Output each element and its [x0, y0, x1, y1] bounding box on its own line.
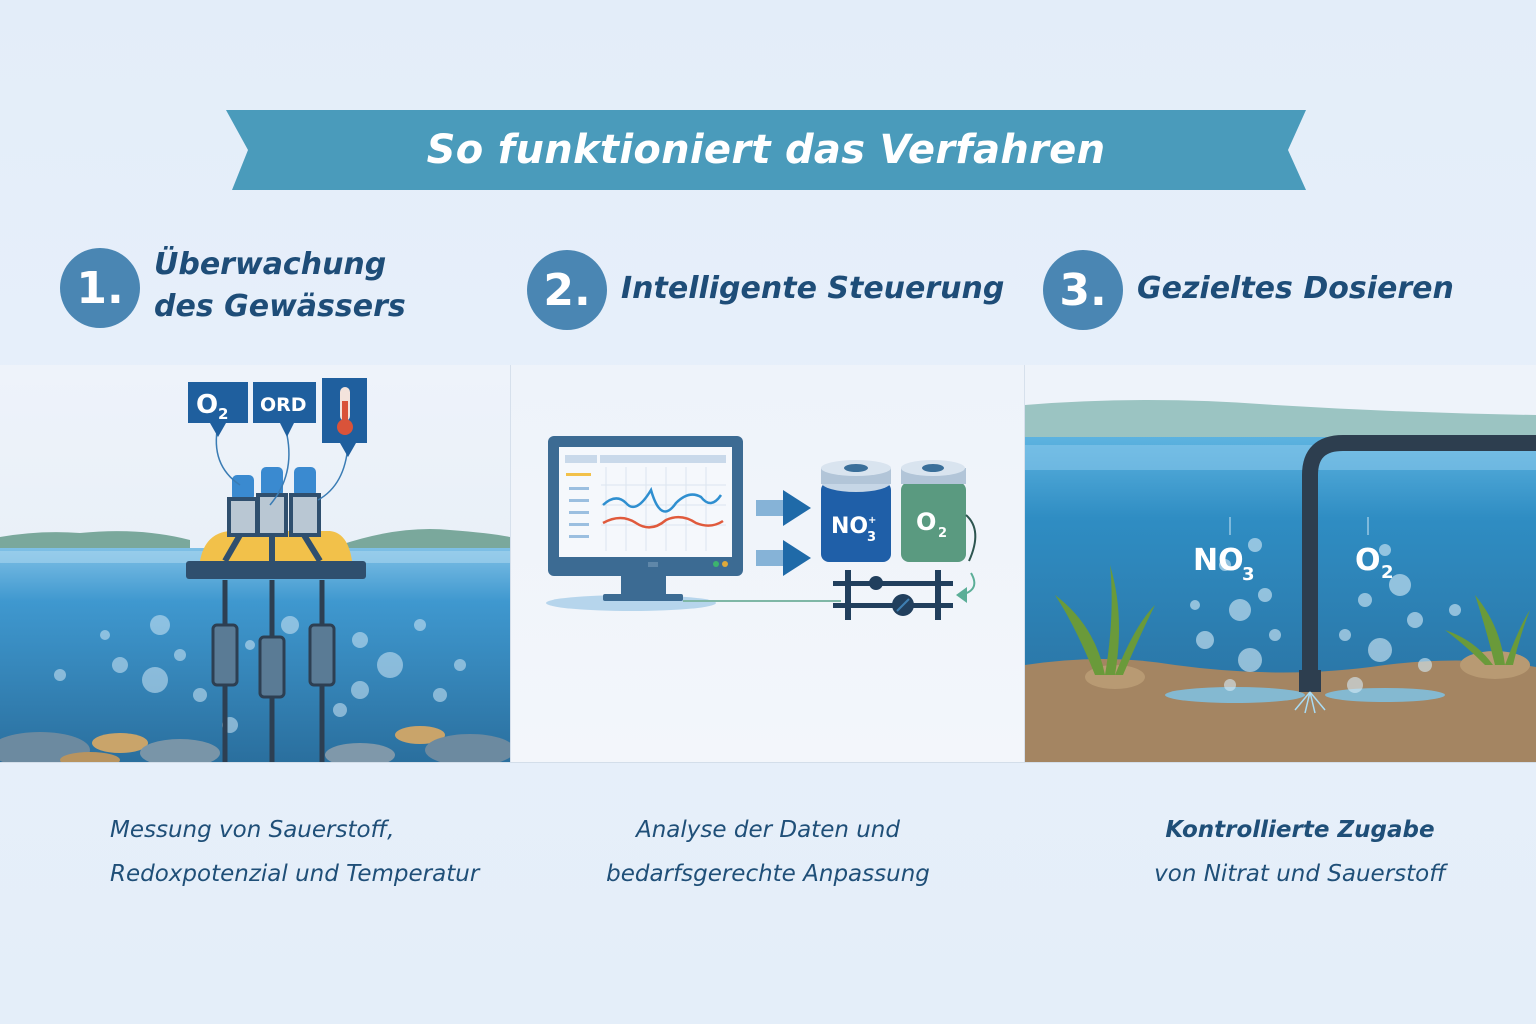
step-1-title: Überwachung des Gewässers	[154, 244, 406, 328]
monitoring-illustration: O 2 ORD	[0, 365, 510, 762]
svg-text:NO: NO	[1193, 543, 1244, 578]
oxygen-label: O 2	[1355, 517, 1394, 583]
ribbon-shape	[226, 110, 1306, 190]
ord-sensor-label: ORD	[253, 382, 316, 437]
sensor-buoy	[186, 424, 366, 579]
nitrate-label: NO 3	[1193, 517, 1255, 585]
control-illustration: NO 3 + O 2	[510, 365, 1025, 762]
svg-text:3: 3	[1242, 564, 1255, 585]
step-1-caption-line2: Redoxpotenzial und Temperatur	[110, 861, 480, 887]
svg-text:3: 3	[867, 530, 876, 545]
nitrate-tank: NO 3 +	[821, 460, 891, 562]
step-1-header: 1. Überwachung des Gewässers	[60, 247, 406, 328]
step-3-caption-line2: von Nitrat und Sauerstoff	[1154, 861, 1446, 887]
step-1-caption-line1: Messung von Sauerstoff,	[110, 817, 395, 843]
panel-divider	[0, 762, 1536, 763]
dosing-pipe-icon	[1294, 435, 1536, 714]
step-1-title-line2: des Gewässers	[154, 289, 406, 324]
bubbles	[1190, 538, 1461, 693]
svg-text:2: 2	[938, 526, 947, 541]
step-3-caption-line1: Kontrollierte Zugabe	[1165, 817, 1435, 843]
step-3-number-badge: 3.	[1043, 250, 1123, 330]
step-2-number-badge: 2.	[527, 250, 607, 330]
step-3-header: 3. Gezieltes Dosieren	[1043, 250, 1454, 330]
step-1-number-badge: 1.	[60, 248, 140, 328]
step-2-caption-line2: bedarfsgerechte Anpassung	[606, 861, 930, 887]
page-title: So funktioniert das Verfahren	[426, 127, 1106, 173]
valve-manifold-icon	[833, 570, 976, 620]
svg-text:NO: NO	[831, 514, 868, 539]
oxygen-tank: O 2	[901, 460, 977, 562]
step-2-title: Intelligente Steuerung	[621, 271, 1005, 306]
svg-text:2: 2	[218, 405, 228, 423]
svg-text:+: +	[868, 515, 876, 526]
svg-text:O: O	[1355, 543, 1381, 578]
riverbed-rocks	[0, 726, 510, 762]
o2-sensor-label: O 2	[188, 382, 248, 437]
dosing-illustration: NO 3 O 2	[1025, 365, 1536, 762]
step-1-title-line1: Überwachung	[154, 247, 387, 282]
water-plant-left	[1055, 565, 1155, 675]
step-1-caption: Messung von Sauerstoff, Redoxpotenzial u…	[110, 808, 510, 896]
svg-text:2: 2	[1381, 562, 1394, 583]
svg-text:O: O	[196, 390, 218, 420]
water-plant-right	[1445, 595, 1530, 665]
step-3-caption: Kontrollierte Zugabe von Nitrat und Saue…	[1100, 808, 1500, 896]
step-2-caption: Analyse der Daten und bedarfsgerechte An…	[568, 808, 968, 896]
step-2-caption-line1: Analyse der Daten und	[636, 817, 900, 843]
submerged-probes	[211, 580, 336, 762]
title-banner: So funktioniert das Verfahren	[226, 110, 1306, 190]
step-3-title: Gezieltes Dosieren	[1137, 271, 1454, 306]
svg-text:ORD: ORD	[260, 394, 307, 416]
thermometer-icon	[322, 378, 367, 457]
arrow-right-icon	[756, 490, 811, 576]
svg-text:O: O	[916, 508, 936, 536]
step-2-header: 2. Intelligente Steuerung	[527, 250, 1004, 330]
computer-monitor-icon	[546, 436, 841, 611]
